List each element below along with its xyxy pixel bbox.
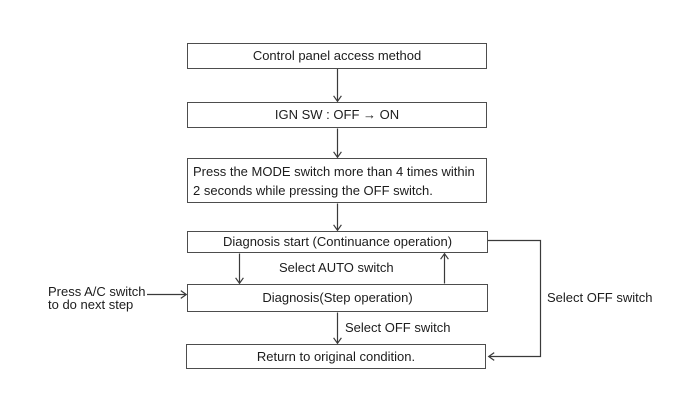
- arrow-ac-switch-into-box5: [147, 290, 188, 299]
- flow-box-diagnosis-step: Diagnosis(Step operation): [187, 284, 488, 312]
- arrow-box5-to-box6: [333, 312, 342, 345]
- flow-box-return-original: Return to original condition.: [186, 344, 486, 369]
- label-select-off-switch-mid: Select OFF switch: [345, 320, 451, 335]
- arrow-box2-to-box3: [333, 128, 342, 159]
- label-select-auto-switch: Select AUTO switch: [279, 260, 394, 275]
- flow-box-diagnosis-start: Diagnosis start (Continuance operation): [187, 231, 488, 253]
- flow-box-label: IGN SW : OFF → ON: [274, 107, 400, 122]
- flow-box-label: Diagnosis start (Continuance operation): [222, 234, 453, 249]
- flow-box-label: Control panel access method: [252, 48, 422, 63]
- flow-box-mode-switch-instruction: Press the MODE switch more than 4 times …: [187, 158, 487, 203]
- label-press-ac-line2: to do next step: [48, 297, 134, 312]
- arrow-box5-to-box4-up: [440, 252, 449, 284]
- arrow-box1-to-box2: [333, 69, 342, 103]
- flow-box-label-line1: Press the MODE switch more than 4 times …: [193, 163, 475, 179]
- flow-box-label: Return to original condition.: [256, 348, 416, 364]
- flow-box-ign-sw: IGN SW : OFF → ON: [187, 102, 487, 128]
- label-press-ac-line1: Press A/C switch: [48, 284, 146, 299]
- label-select-off-switch-right: Select OFF switch: [547, 290, 653, 305]
- flow-box-label: Diagnosis(Step operation): [262, 290, 413, 305]
- label-press-ac-switch: Press A/C switch to do next step: [48, 285, 146, 311]
- loop-box4-to-box6-right: [487, 239, 542, 361]
- arrow-box4-to-box5: [235, 253, 244, 285]
- arrow-box3-to-box4: [333, 203, 342, 232]
- flow-box-control-panel-access: Control panel access method: [187, 43, 487, 69]
- flow-box-label-line2: 2 seconds while pressing the OFF switch.: [193, 182, 433, 198]
